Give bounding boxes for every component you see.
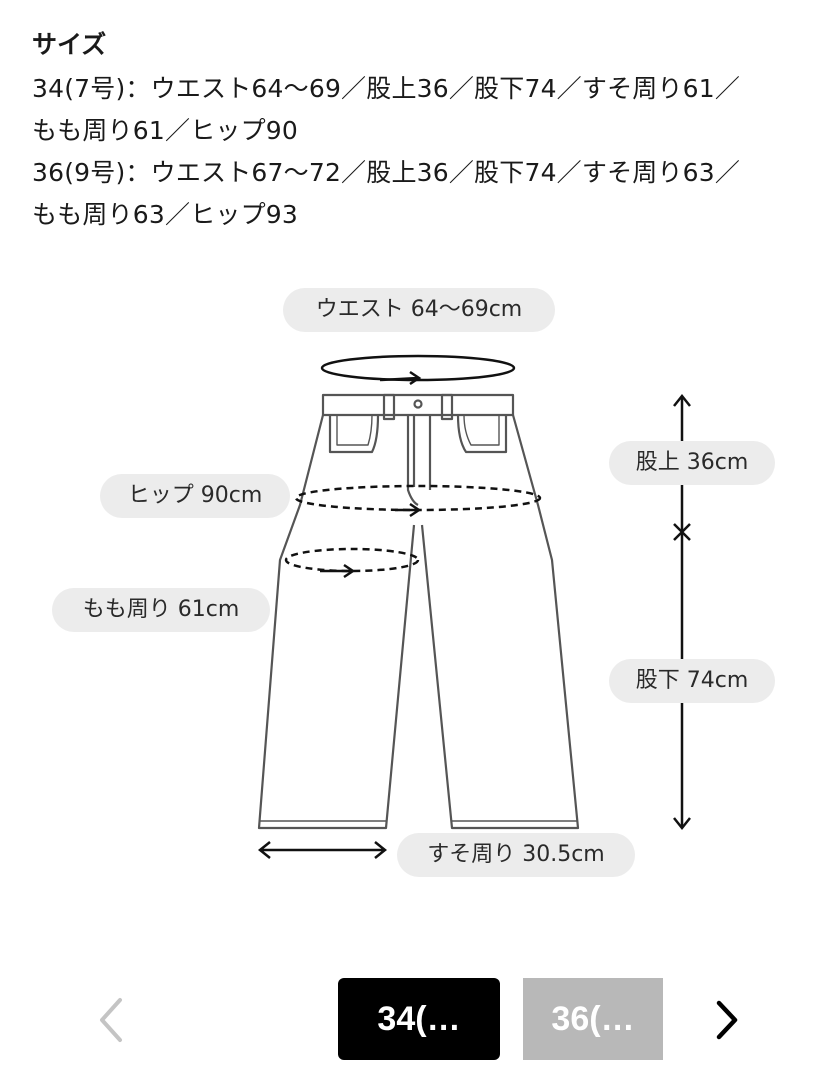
size-line-34-a: 34(7号)：ウエスト64〜69／股上36／股下74／すそ周り61／	[32, 74, 741, 103]
hip-measure-loop	[294, 484, 542, 512]
size-line-34-b: もも周り61／ヒップ90	[32, 116, 299, 145]
crotch-mark-icon	[673, 523, 691, 541]
inseam-bottom-arrow-icon	[673, 817, 691, 831]
size-tab-34-label: 34(…	[377, 999, 461, 1038]
size-tab-36[interactable]: 36(…	[523, 978, 663, 1060]
hem-arrow-icon	[257, 841, 388, 859]
thigh-measure-loop	[284, 547, 420, 573]
size-title: サイズ	[32, 30, 107, 59]
size-tab-36-label: 36(…	[551, 999, 635, 1038]
inseam-label: 股下 74cm	[609, 659, 775, 703]
hip-arrow-icon	[395, 502, 422, 518]
chevron-right-icon	[716, 1000, 738, 1040]
waist-arrow-icon	[379, 370, 422, 386]
waist-label: ウエスト 64〜69cm	[283, 288, 555, 332]
chevron-left-icon	[100, 998, 122, 1042]
size-tab-34[interactable]: 34(…	[338, 978, 500, 1060]
right-leg-outline	[420, 414, 580, 830]
pants-illustration	[257, 354, 691, 859]
rise-top-arrow-icon	[673, 393, 691, 407]
thigh-arrow-icon	[320, 563, 356, 579]
size-line-36-a: 36(9号)：ウエスト67〜72／股上36／股下74／すそ周り63／	[32, 158, 741, 187]
next-button[interactable]	[702, 985, 752, 1055]
hip-label: ヒップ 90cm	[100, 474, 290, 518]
prev-button[interactable]	[86, 985, 136, 1055]
left-leg-outline	[257, 414, 416, 830]
pants-diagram: ウエスト 64〜69cm ヒップ 90cm もも周り 61cm 股上 36cm …	[0, 270, 838, 910]
thigh-label: もも周り 61cm	[52, 588, 270, 632]
waistband	[321, 393, 515, 417]
size-line-36-b: もも周り63／ヒップ93	[32, 200, 299, 229]
hem-label: すそ周り 30.5cm	[397, 833, 635, 877]
rise-label: 股上 36cm	[609, 441, 775, 485]
size-info: サイズ 34(7号)：ウエスト64〜69／股上36／股下74／すそ周り61／ も…	[32, 24, 812, 236]
